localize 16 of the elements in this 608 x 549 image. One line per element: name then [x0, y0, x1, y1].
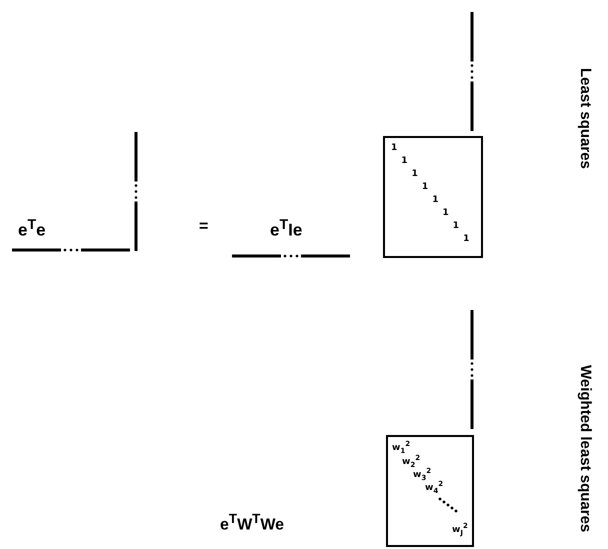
matrix-box — [386, 435, 474, 547]
matrix-entry: 1 — [452, 222, 460, 231]
matrix-entry: 1 — [401, 157, 408, 166]
equals-sign: = — [199, 219, 208, 235]
matrix-box — [383, 136, 483, 258]
formula-label: e$^{T}$e — [18, 218, 46, 239]
matrix-entry: 1 — [432, 196, 438, 205]
formula-label: e$^{T}$W$^{T}$We — [220, 512, 284, 534]
matrix-entry: 1 — [463, 235, 470, 244]
matrix-entry: 1 — [442, 209, 449, 218]
row-heading: Weighted least squares — [578, 365, 593, 532]
formula-label: e$^{T}$Ie — [270, 218, 302, 239]
matrix-entry: 1 — [422, 183, 428, 192]
row-heading: Least squares — [578, 68, 593, 169]
matrix-entry: 1 — [391, 144, 398, 153]
matrix-entry: 1 — [412, 170, 418, 179]
